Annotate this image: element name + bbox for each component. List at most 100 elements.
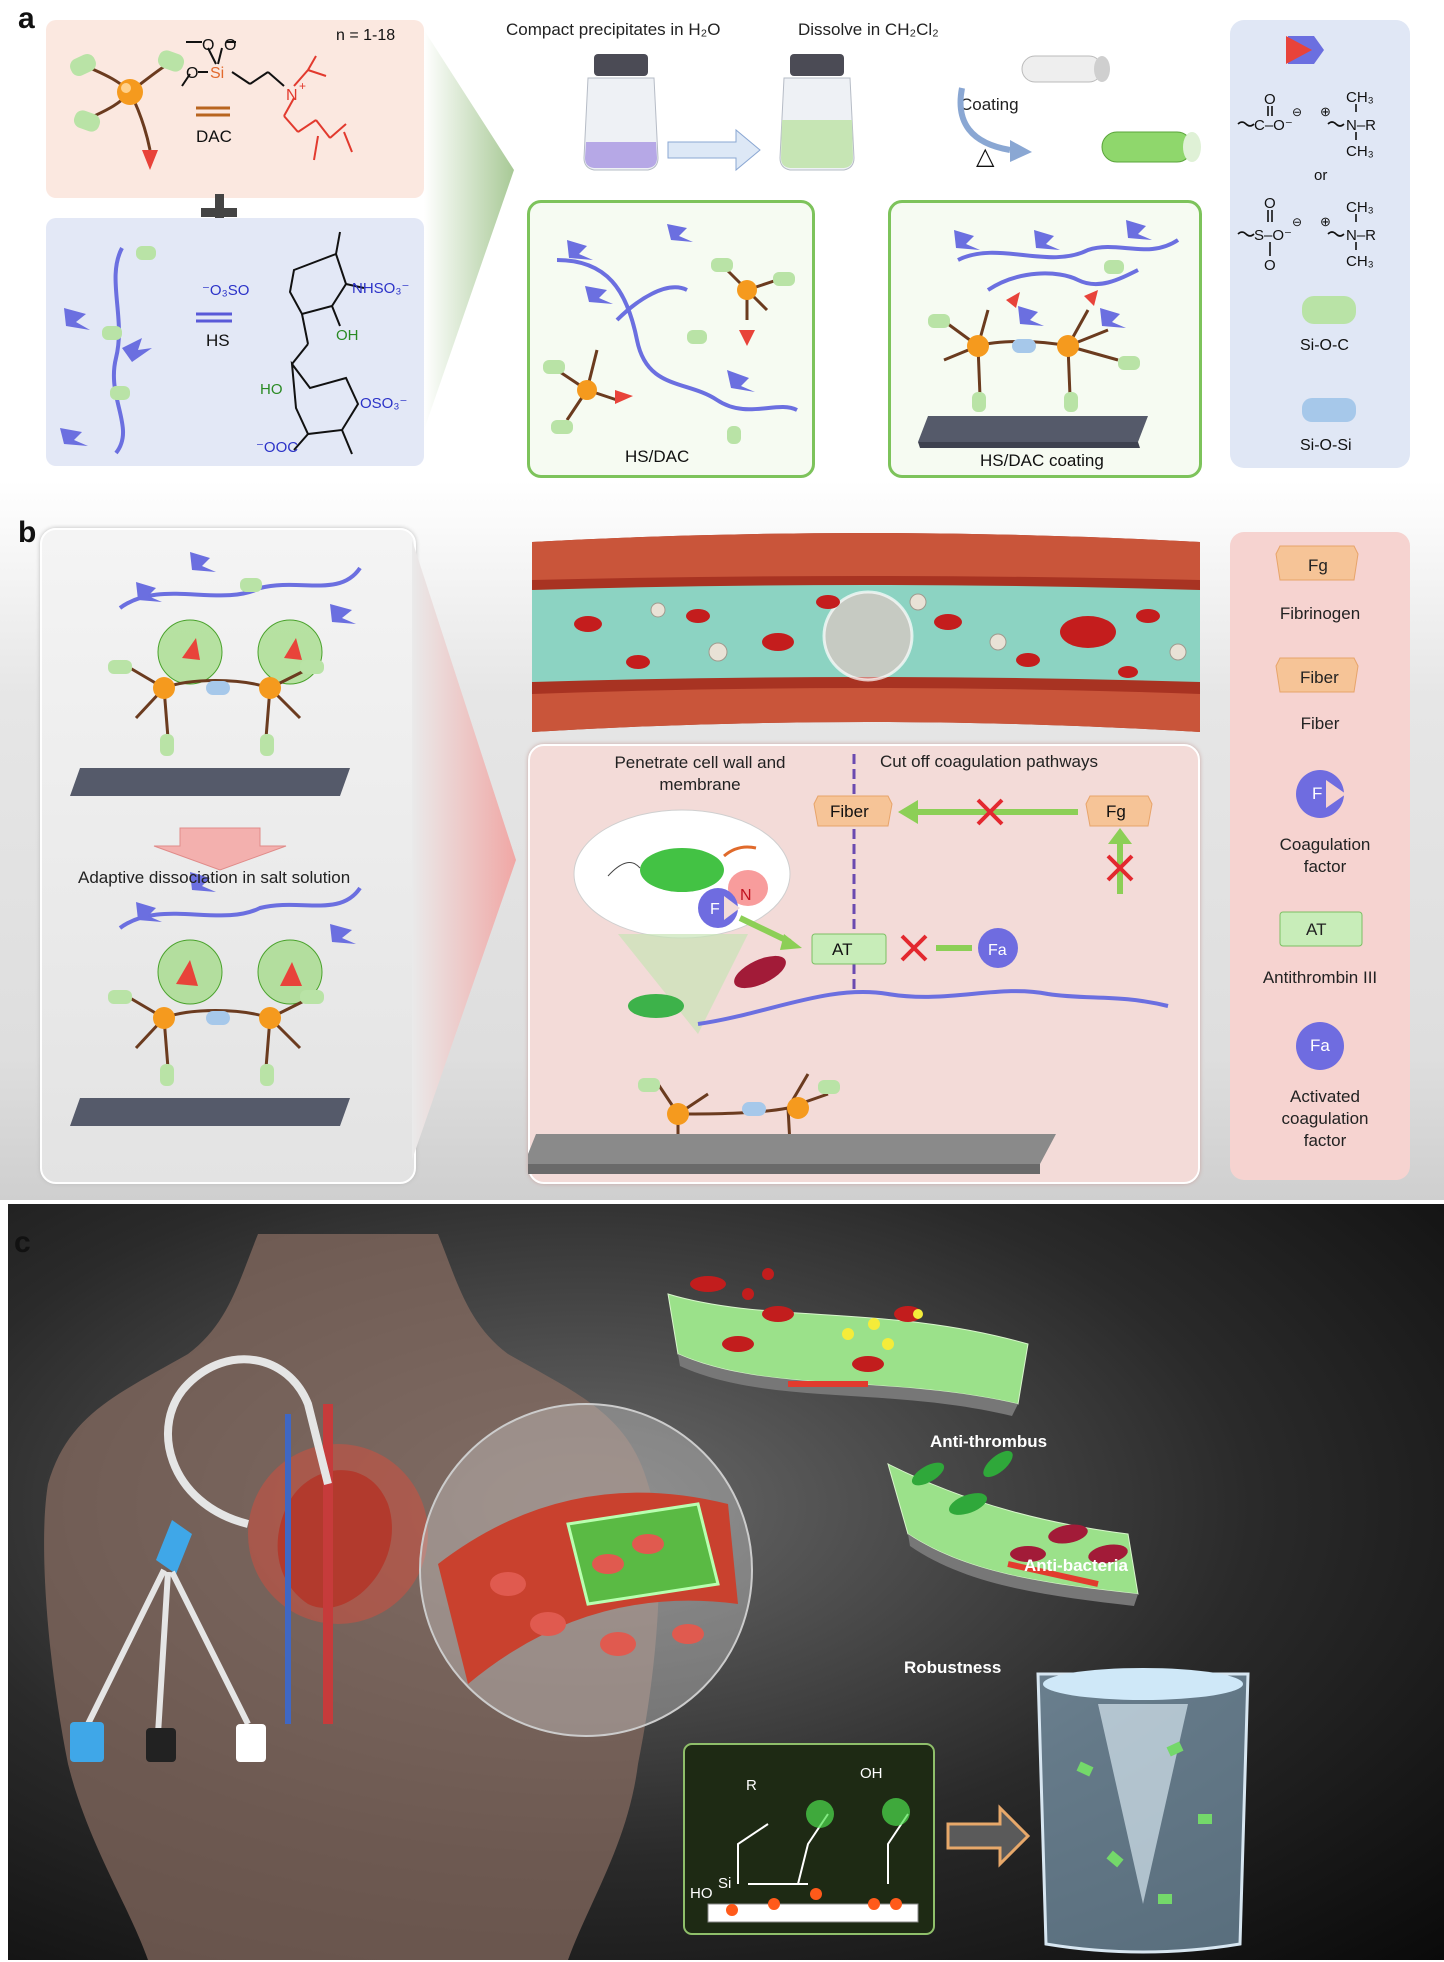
svg-text:OSO₃⁻: OSO₃⁻ (360, 395, 407, 412)
cutoff-text: Cut off coagulation pathways (880, 752, 1098, 771)
svg-text:N: N (286, 87, 298, 104)
network-after (70, 872, 362, 1126)
svg-text:HO: HO (690, 1885, 713, 1902)
svg-text:Fg: Fg (1106, 802, 1126, 821)
adaptive-dissociation-text: Adaptive dissociation in salt solution (78, 868, 351, 887)
panel-c-illustration: R OH HO Si (44, 1234, 1250, 1960)
vials-illustration: △ (583, 54, 1201, 172)
anti-bacteria-text: Anti-bacteria (1024, 1556, 1128, 1575)
step-compact-text: Compact precipitates in H₂O (506, 20, 721, 39)
legend-sioc-label: Si-O-C (1300, 337, 1349, 354)
svg-text:⊖: ⊖ (1292, 105, 1302, 119)
vial-dissolved (779, 54, 855, 171)
legend-antithrombin: Antithrombin III (1262, 968, 1378, 987)
panel-b-label: b (18, 516, 37, 549)
legend-siosi-swatch (1302, 398, 1356, 422)
hs-dac-caption: HS/DAC (625, 447, 689, 466)
dac-structure (181, 41, 285, 87)
svg-text:S–O⁻: S–O⁻ (1254, 227, 1292, 244)
svg-text:CH₃: CH₃ (1346, 143, 1374, 160)
fg-tag: Fg (1085, 795, 1153, 827)
legend-activated-factor: Activated coagulation factor (1281, 1087, 1369, 1150)
hs-label: HS (206, 331, 230, 350)
svg-text:O: O (224, 37, 236, 54)
svg-text:⊖: ⊖ (1292, 215, 1302, 229)
step-dissolve-text: Dissolve in CH₂Cl₂ (798, 20, 939, 39)
legend-siosi-label: Si-O-Si (1300, 437, 1352, 454)
network-before (70, 552, 362, 796)
hs-dac-coating-network: HS/DAC coating (918, 220, 1180, 470)
fa-token: Fa (978, 928, 1018, 968)
svg-text:OH: OH (336, 327, 359, 344)
svg-text:CH₃: CH₃ (1346, 199, 1374, 216)
svg-text:Si: Si (210, 65, 224, 82)
svg-text:N–R: N–R (1346, 117, 1376, 134)
fiber-tag: Fiber (813, 795, 893, 827)
svg-text:Fiber: Fiber (830, 802, 869, 821)
f-token: F (698, 888, 740, 928)
legend-or: or (1314, 167, 1327, 184)
svg-text:N: N (740, 887, 752, 904)
legend-fg-tag: Fg (1308, 556, 1328, 575)
hs-illustration: HS ⁻O₃SO NHSO₃⁻ OH HO OSO₃⁻ ⁻OOC (60, 231, 409, 456)
dac-star-monomer (70, 50, 185, 170)
coating-text: Coating (960, 95, 1019, 114)
legend-fibrinogen: Fibrinogen (1279, 604, 1361, 623)
panel-a-big-arrow (424, 30, 514, 430)
panel-b-legend (1230, 532, 1410, 1180)
penetrate-text: Penetrate cell wall and membrane (614, 753, 786, 794)
svg-text:O: O (1264, 91, 1276, 108)
svg-text:O: O (1264, 195, 1276, 212)
legend-coagulation-factor: Coagulation factor (1279, 835, 1371, 876)
svg-text:OH: OH (860, 1765, 883, 1782)
dac-label: DAC (196, 127, 232, 146)
svg-text:C–O⁻: C–O⁻ (1254, 117, 1293, 134)
svg-text:O: O (202, 37, 214, 54)
svg-text:HO: HO (260, 381, 283, 398)
dac-illustration: O O O Si N + DAC n = 1-18 (70, 27, 395, 170)
pathway-illustration: N Fiber Fg F AT Fa (528, 754, 1169, 1174)
svg-text:O: O (186, 65, 198, 82)
svg-text:CH₃: CH₃ (1346, 89, 1374, 106)
panel-a-label: a (18, 2, 35, 35)
svg-text:+: + (299, 79, 306, 93)
legend-fa-tag: Fa (1310, 1036, 1330, 1055)
anti-thrombus-text: Anti-thrombus (930, 1432, 1048, 1451)
svg-text:NHSO₃⁻: NHSO₃⁻ (352, 280, 409, 297)
vial-precipitate (583, 54, 659, 171)
svg-text:O: O (1264, 257, 1276, 274)
robustness-text: Robustness (904, 1658, 1002, 1677)
panel-a-legend-content: O C–O⁻ ⊖ ⊕ CH₃ N–R CH₃ or O S–O⁻ O ⊖ ⊕ C… (1237, 36, 1376, 454)
hs-box (46, 218, 424, 466)
legend-at-tag: AT (1306, 920, 1327, 939)
svg-text:F: F (710, 901, 720, 918)
panel-c-label: c (14, 1226, 31, 1259)
svg-text:N–R: N–R (1346, 227, 1376, 244)
heat-symbol: △ (976, 143, 995, 170)
n-range: n = 1-18 (336, 27, 395, 44)
svg-text:R: R (746, 1777, 757, 1794)
tube-coated (1101, 131, 1201, 163)
svg-text:⁻OOC: ⁻OOC (256, 439, 298, 456)
svg-text:Si: Si (718, 1875, 731, 1892)
panel-b-big-arrow (412, 540, 516, 1160)
hs-dac-network: HS/DAC (543, 224, 798, 466)
svg-text:⊕: ⊕ (1320, 214, 1331, 229)
svg-text:⁻O₃SO: ⁻O₃SO (202, 282, 249, 299)
panel-a-legend (1230, 20, 1410, 468)
blood-vessel (532, 533, 1200, 732)
svg-text:⊕: ⊕ (1320, 104, 1331, 119)
svg-text:Fa: Fa (988, 942, 1007, 959)
svg-text:AT: AT (832, 940, 852, 959)
legend-fiber: Fiber (1300, 714, 1340, 733)
plus-sign (199, 192, 239, 232)
legend-f-tag: F (1312, 784, 1323, 803)
panel-b-legend-shapes (1275, 545, 1363, 1070)
legend-sioc-swatch (1302, 296, 1356, 324)
hs-dac-coating-caption: HS/DAC coating (980, 451, 1104, 470)
at-token: AT (811, 933, 887, 965)
svg-text:CH₃: CH₃ (1346, 253, 1374, 270)
adaptive-illustration (70, 552, 362, 1126)
legend-fiber-tag: Fiber (1300, 668, 1339, 687)
tube-uncoated (1021, 55, 1110, 83)
